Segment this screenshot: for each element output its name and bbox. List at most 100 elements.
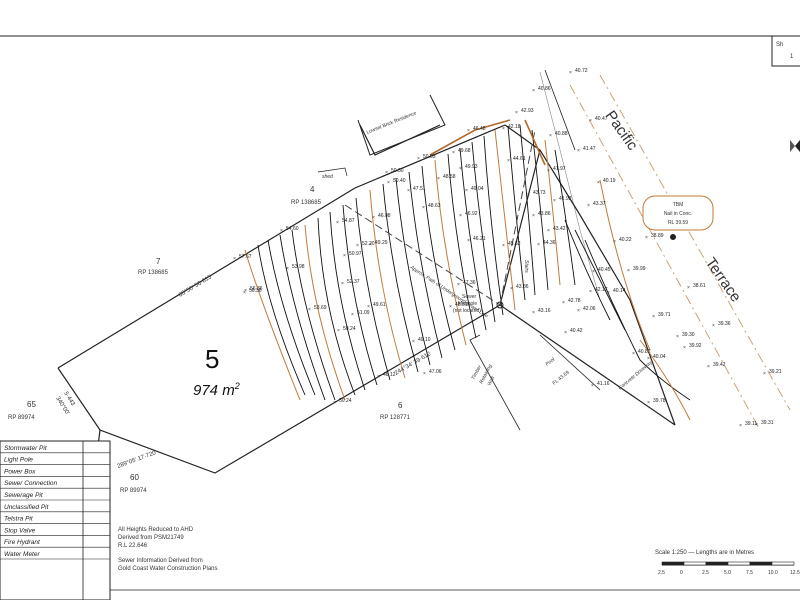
spot-height-value: 46.21 [473,236,486,242]
spot-height-x: × [467,128,470,134]
spot-height-x: × [387,180,390,186]
spot-height-x: × [647,400,650,406]
scale-tick-label: 7.5 [746,570,753,576]
spot-height-x: × [351,312,354,318]
spot-height: ×39.21 [763,369,782,377]
spot-height: ×50.30 [385,168,404,176]
spot-height: ×40.45 [592,267,611,275]
spot-height-value: 46.08 [378,213,391,219]
spot-height: ×47.06 [423,369,442,377]
manhole-label-2: Manhole [458,301,477,307]
spot-height-x: × [452,150,455,156]
spot-height-x: × [336,220,339,226]
spot-height-x: × [337,328,340,334]
lot-number: 5 [205,344,219,374]
spot-height-x: × [549,133,552,139]
spot-height: ×42.93 [515,108,534,116]
spot-height-x: × [532,310,535,316]
spot-height-value: 49.04 [471,186,484,192]
spot-height-value: 43.37 [593,201,606,207]
spot-height-x: × [423,371,426,377]
spot-height: ×41.97 [547,166,566,174]
spot-height-x: × [712,323,715,329]
spot-height-value: 49.61 [373,302,386,308]
spot-height-x: × [687,285,690,291]
spot-height-x: × [280,228,283,234]
spot-height-x: × [632,351,635,357]
legend-item: Stormwater Pit [4,445,48,452]
spot-height-x: × [367,304,370,310]
spot-height: ×43.16 [532,308,551,316]
spot-height-x: × [652,314,655,320]
spot-height-x: × [532,213,535,219]
spot-height-x: × [407,188,410,194]
spot-height: ×56.36 [243,288,262,296]
spot-height: ×38.61 [687,283,706,291]
spot-height-x: × [587,203,590,209]
spot-height-x: × [562,300,565,306]
spot-height-value: 40.72 [575,68,588,74]
spot-height: ×39.36 [712,321,731,329]
spot-height-x: × [244,288,247,294]
tbm-line2: RL 39.59 [668,220,688,226]
spot-height-x: × [502,126,505,132]
spot-height-x: × [755,422,758,428]
spot-height: ×40.72 [569,68,588,76]
spot-height: ×42.18 [502,124,521,132]
spot-height-value: 38.61 [693,283,706,289]
spot-height-x: × [515,110,518,116]
lot-4-name: 4 [310,185,315,194]
spot-height-value: 40.22 [619,237,632,243]
spot-height-x: × [510,286,513,292]
pool-fl-label: FL 43.69 [552,370,571,387]
spot-height-value: 43.42 [553,226,566,232]
spot-height-x: × [377,374,380,380]
lot-labels: 5 974 m2 7 RP 138685 4 RP 138685 6 RP 12… [8,185,411,494]
spot-height-value: 49.10 [418,337,431,343]
legend-item: Sewer Connection [4,480,57,487]
spot-height-x: × [683,345,686,351]
spot-height-x: × [459,213,462,219]
scale-bar-segment [683,561,707,566]
legend-item: Stop Valve [4,527,36,534]
spot-height: ×39.30 [676,332,695,340]
spot-height-x: × [437,176,440,182]
spot-height-x: × [372,215,375,221]
spot-height-x: × [422,205,425,211]
spot-height: ×48.58 [437,174,456,182]
spot-height-x: × [613,239,616,245]
spot-height-x: × [547,168,550,174]
spot-height: ×48.12 [377,372,396,380]
street-name-terrace: Terrace [702,255,745,306]
spot-height-x: × [537,242,540,248]
spot-height-value: 38.89 [651,233,664,239]
spot-height-x: × [385,170,388,176]
spot-height-value: 48.63 [428,203,441,209]
spot-height: ×46.21 [467,236,486,244]
spot-height-value: 50.40 [393,178,406,184]
spot-height-x: × [627,268,630,274]
spot-height: ×49.93 [459,164,478,172]
spot-height-value: 52.37 [347,279,360,285]
spot-heights: ×40.72×40.86×40.47×40.88×41.47×42.93×42.… [233,68,782,429]
spot-height-value: 39.92 [689,343,702,349]
spot-height-x: × [233,256,236,262]
scale-bar-segment [727,561,751,566]
spot-height: ×47.36 [457,280,476,288]
tbm-callout: TBM Nail in Conc. RL 39.59 [642,195,714,240]
spot-height: ×39.31 [755,420,774,428]
spot-height-x: × [607,290,610,296]
spot-height: ×40.42 [564,328,583,336]
lot-60-name: 60 [130,473,139,482]
manhole-label-3: (not located) [453,308,481,314]
spot-height-value: 48.12 [383,372,396,378]
spot-height-value: 43.73 [533,190,546,196]
spot-height: ×42.17 [589,287,608,295]
scale-tick-label: 10.0 [768,570,778,576]
spot-height-value: 42.06 [583,306,596,312]
spot-height-value: 39.30 [682,332,695,338]
spot-height-value: 47.51 [413,186,426,192]
scale-tick-label: 2.5 [702,570,709,576]
spot-height: ×39.92 [683,343,702,351]
spot-height-x: × [592,269,595,275]
